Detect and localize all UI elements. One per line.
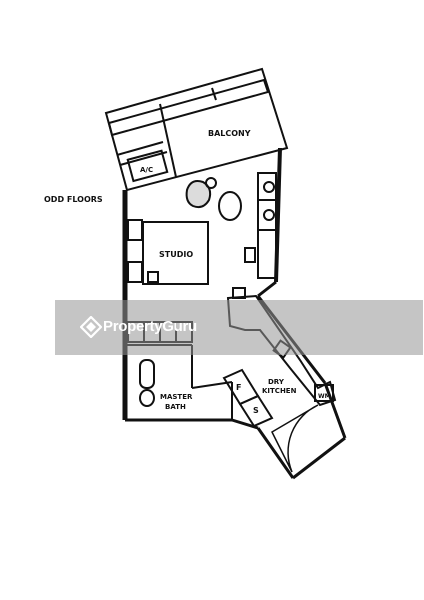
entrance-door [271, 404, 319, 473]
balcony [104, 67, 289, 192]
store-label: S [253, 406, 259, 415]
wardrobe [244, 172, 277, 279]
floor-note: ODD FLOORS [44, 195, 103, 204]
fridge-label: F [236, 383, 241, 392]
ac-label: A/C [140, 166, 153, 174]
watermark-brand: PropertyGuru [103, 318, 197, 335]
propertyguru-logo-icon [80, 316, 102, 338]
balcony-label: BALCONY [208, 129, 251, 138]
dining-set [185, 177, 242, 221]
washer-label: WM [318, 393, 331, 400]
ac-ledge [126, 149, 169, 183]
master-bath-label-2: BATH [165, 403, 186, 411]
master-bath-label-1: MASTER [160, 393, 193, 401]
dry-kitchen-label-2: KITCHEN [262, 387, 297, 395]
kitchen-storage [222, 368, 274, 428]
bed [127, 219, 209, 285]
dry-kitchen-label-1: DRY [268, 378, 285, 386]
studio-label: STUDIO [159, 250, 193, 259]
watermark-band [55, 300, 423, 355]
